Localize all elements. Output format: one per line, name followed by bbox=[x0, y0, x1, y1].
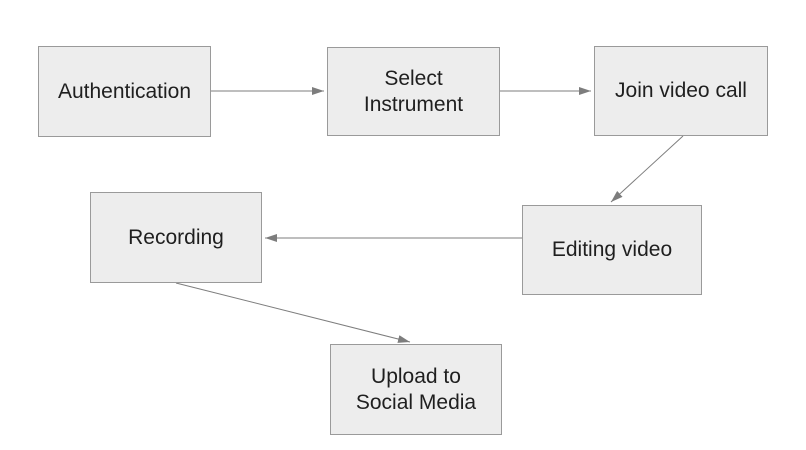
arrow-join-video-call-to-editing-video bbox=[610, 135, 684, 203]
node-join-video-call-label: Join video call bbox=[615, 79, 747, 103]
node-recording-label: Recording bbox=[128, 225, 224, 249]
node-authentication-label: Authentication bbox=[57, 79, 192, 103]
arrow-recording-to-upload-social-media bbox=[175, 282, 411, 343]
node-editing-video-label: Editing video bbox=[551, 238, 673, 262]
node-upload-social-media-label: Upload to Social Media bbox=[355, 365, 477, 414]
node-join-video-call[interactable]: Join video call bbox=[594, 46, 768, 136]
node-editing-video[interactable]: Editing video bbox=[522, 205, 702, 295]
node-select-instrument[interactable]: Select Instrument bbox=[327, 47, 500, 136]
node-upload-social-media[interactable]: Upload to Social Media bbox=[330, 344, 502, 435]
node-authentication[interactable]: Authentication bbox=[38, 46, 211, 137]
node-recording[interactable]: Recording bbox=[90, 192, 262, 283]
node-select-instrument-label: Select Instrument bbox=[363, 67, 464, 116]
